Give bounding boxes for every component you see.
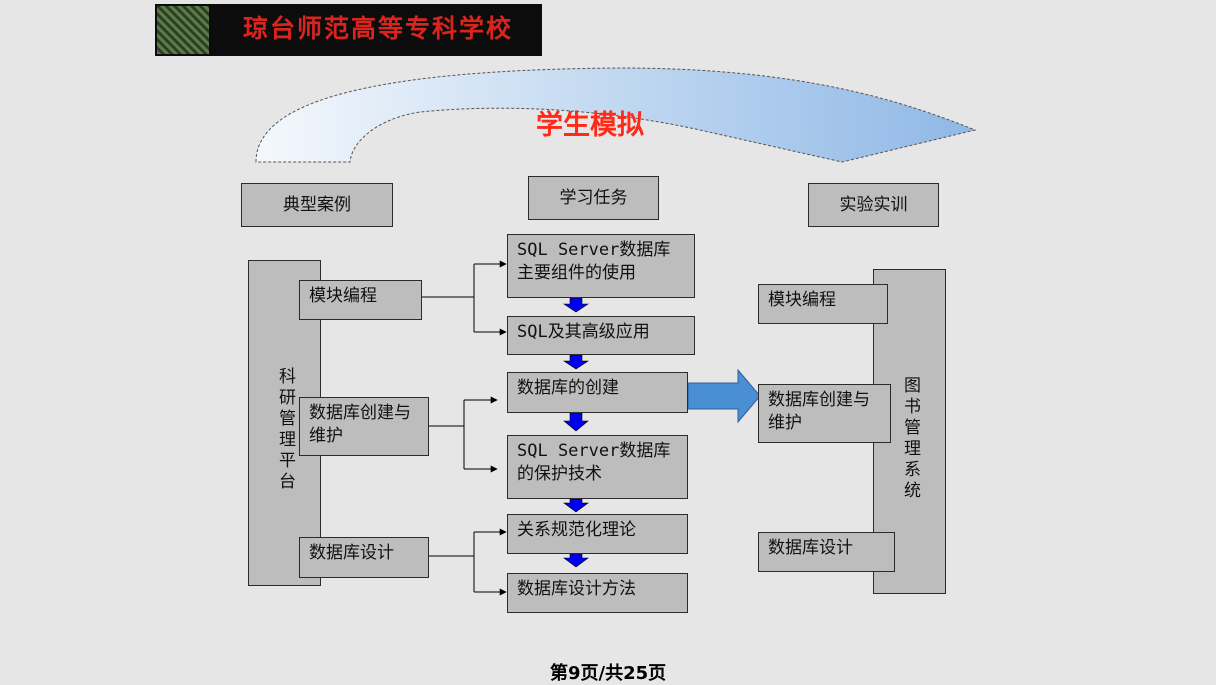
down-arrow-icon <box>563 553 589 568</box>
curved-flow-arrow <box>255 67 977 163</box>
school-emblem-icon <box>157 6 209 54</box>
case-db-design: 数据库设计 <box>299 537 429 578</box>
task-sql-advanced: SQL及其高级应用 <box>507 316 695 355</box>
down-arrow-icon <box>563 297 589 313</box>
column-header-tasks: 学习任务 <box>528 176 659 220</box>
down-arrow-icon <box>563 412 589 432</box>
right-arrow-icon <box>687 368 761 424</box>
lab-db-create-maintain: 数据库创建与维护 <box>758 384 891 443</box>
page-indicator: 第9页/共25页 <box>550 663 667 684</box>
case-module-programming: 模块编程 <box>299 280 422 320</box>
down-arrow-icon <box>563 498 589 513</box>
connector-module-programming <box>421 260 507 336</box>
task-sql-server-components: SQL Server数据库主要组件的使用 <box>507 234 695 298</box>
school-name: 琼台师范高等专科学校 <box>242 14 513 43</box>
case-db-create-maintain: 数据库创建与维护 <box>299 397 429 456</box>
column-header-cases: 典型案例 <box>241 183 393 227</box>
connector-db-design <box>428 528 507 596</box>
task-normalization: 关系规范化理论 <box>507 514 688 554</box>
task-db-creation: 数据库的创建 <box>507 372 688 413</box>
slide-title: 学生模拟 <box>536 110 644 141</box>
task-db-design-method: 数据库设计方法 <box>507 573 688 613</box>
connector-db-create <box>428 396 498 473</box>
task-sql-server-protection: SQL Server数据库的保护技术 <box>507 435 688 499</box>
library-system-label: 图书管理系统 <box>900 376 920 502</box>
lab-db-design: 数据库设计 <box>758 532 895 572</box>
school-logo-banner: 琼台师范高等专科学校 <box>155 4 542 56</box>
lab-module-programming: 模块编程 <box>758 284 888 324</box>
column-header-labs: 实验实训 <box>808 183 939 227</box>
down-arrow-icon <box>563 354 589 370</box>
research-platform-label: 科研管理平台 <box>275 367 295 493</box>
